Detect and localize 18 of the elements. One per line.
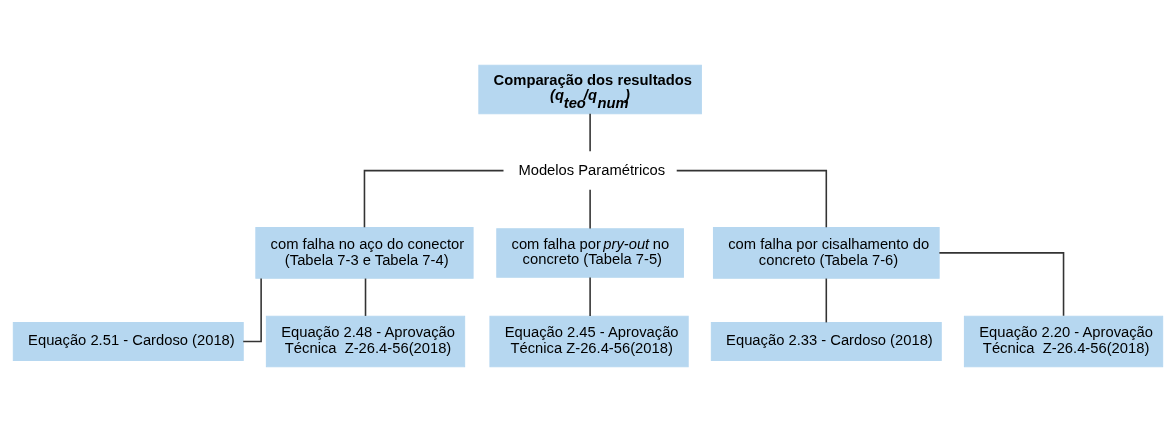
connector	[363, 169, 505, 229]
node-box: Equação 2.45 - Aprovação Técnica Z-26.4-56(2018)	[489, 315, 689, 368]
connector	[242, 277, 262, 343]
node-box: com falha por pry-out no concreto (Tabela 7-5)	[496, 228, 684, 278]
connector	[589, 188, 591, 230]
node-box: com falha por cisalhamento do concreto (Tabela 7-6)	[712, 227, 940, 279]
node-box: Equação 2.33 - Cardoso (2018)	[710, 321, 942, 361]
node-box: com falha no aço do conector (Tabela 7-3 e Tabela 7-4)	[255, 227, 474, 279]
connector	[589, 276, 591, 317]
node-box: Equação 2.20 - Aprovação Técnica Z-26.4-56(2018)	[963, 315, 1164, 368]
connector	[675, 169, 828, 229]
connector	[364, 277, 367, 317]
node-box: Equação 2.51 - Cardoso (2018)	[12, 321, 244, 361]
node-box: Equação 2.48 - Aprovação Técnica Z-26.4-56(2018)	[265, 315, 466, 368]
connector	[589, 113, 591, 152]
connector	[825, 277, 828, 324]
node-text: Modelos Paramétricos	[518, 161, 666, 178]
connector	[938, 252, 1065, 317]
